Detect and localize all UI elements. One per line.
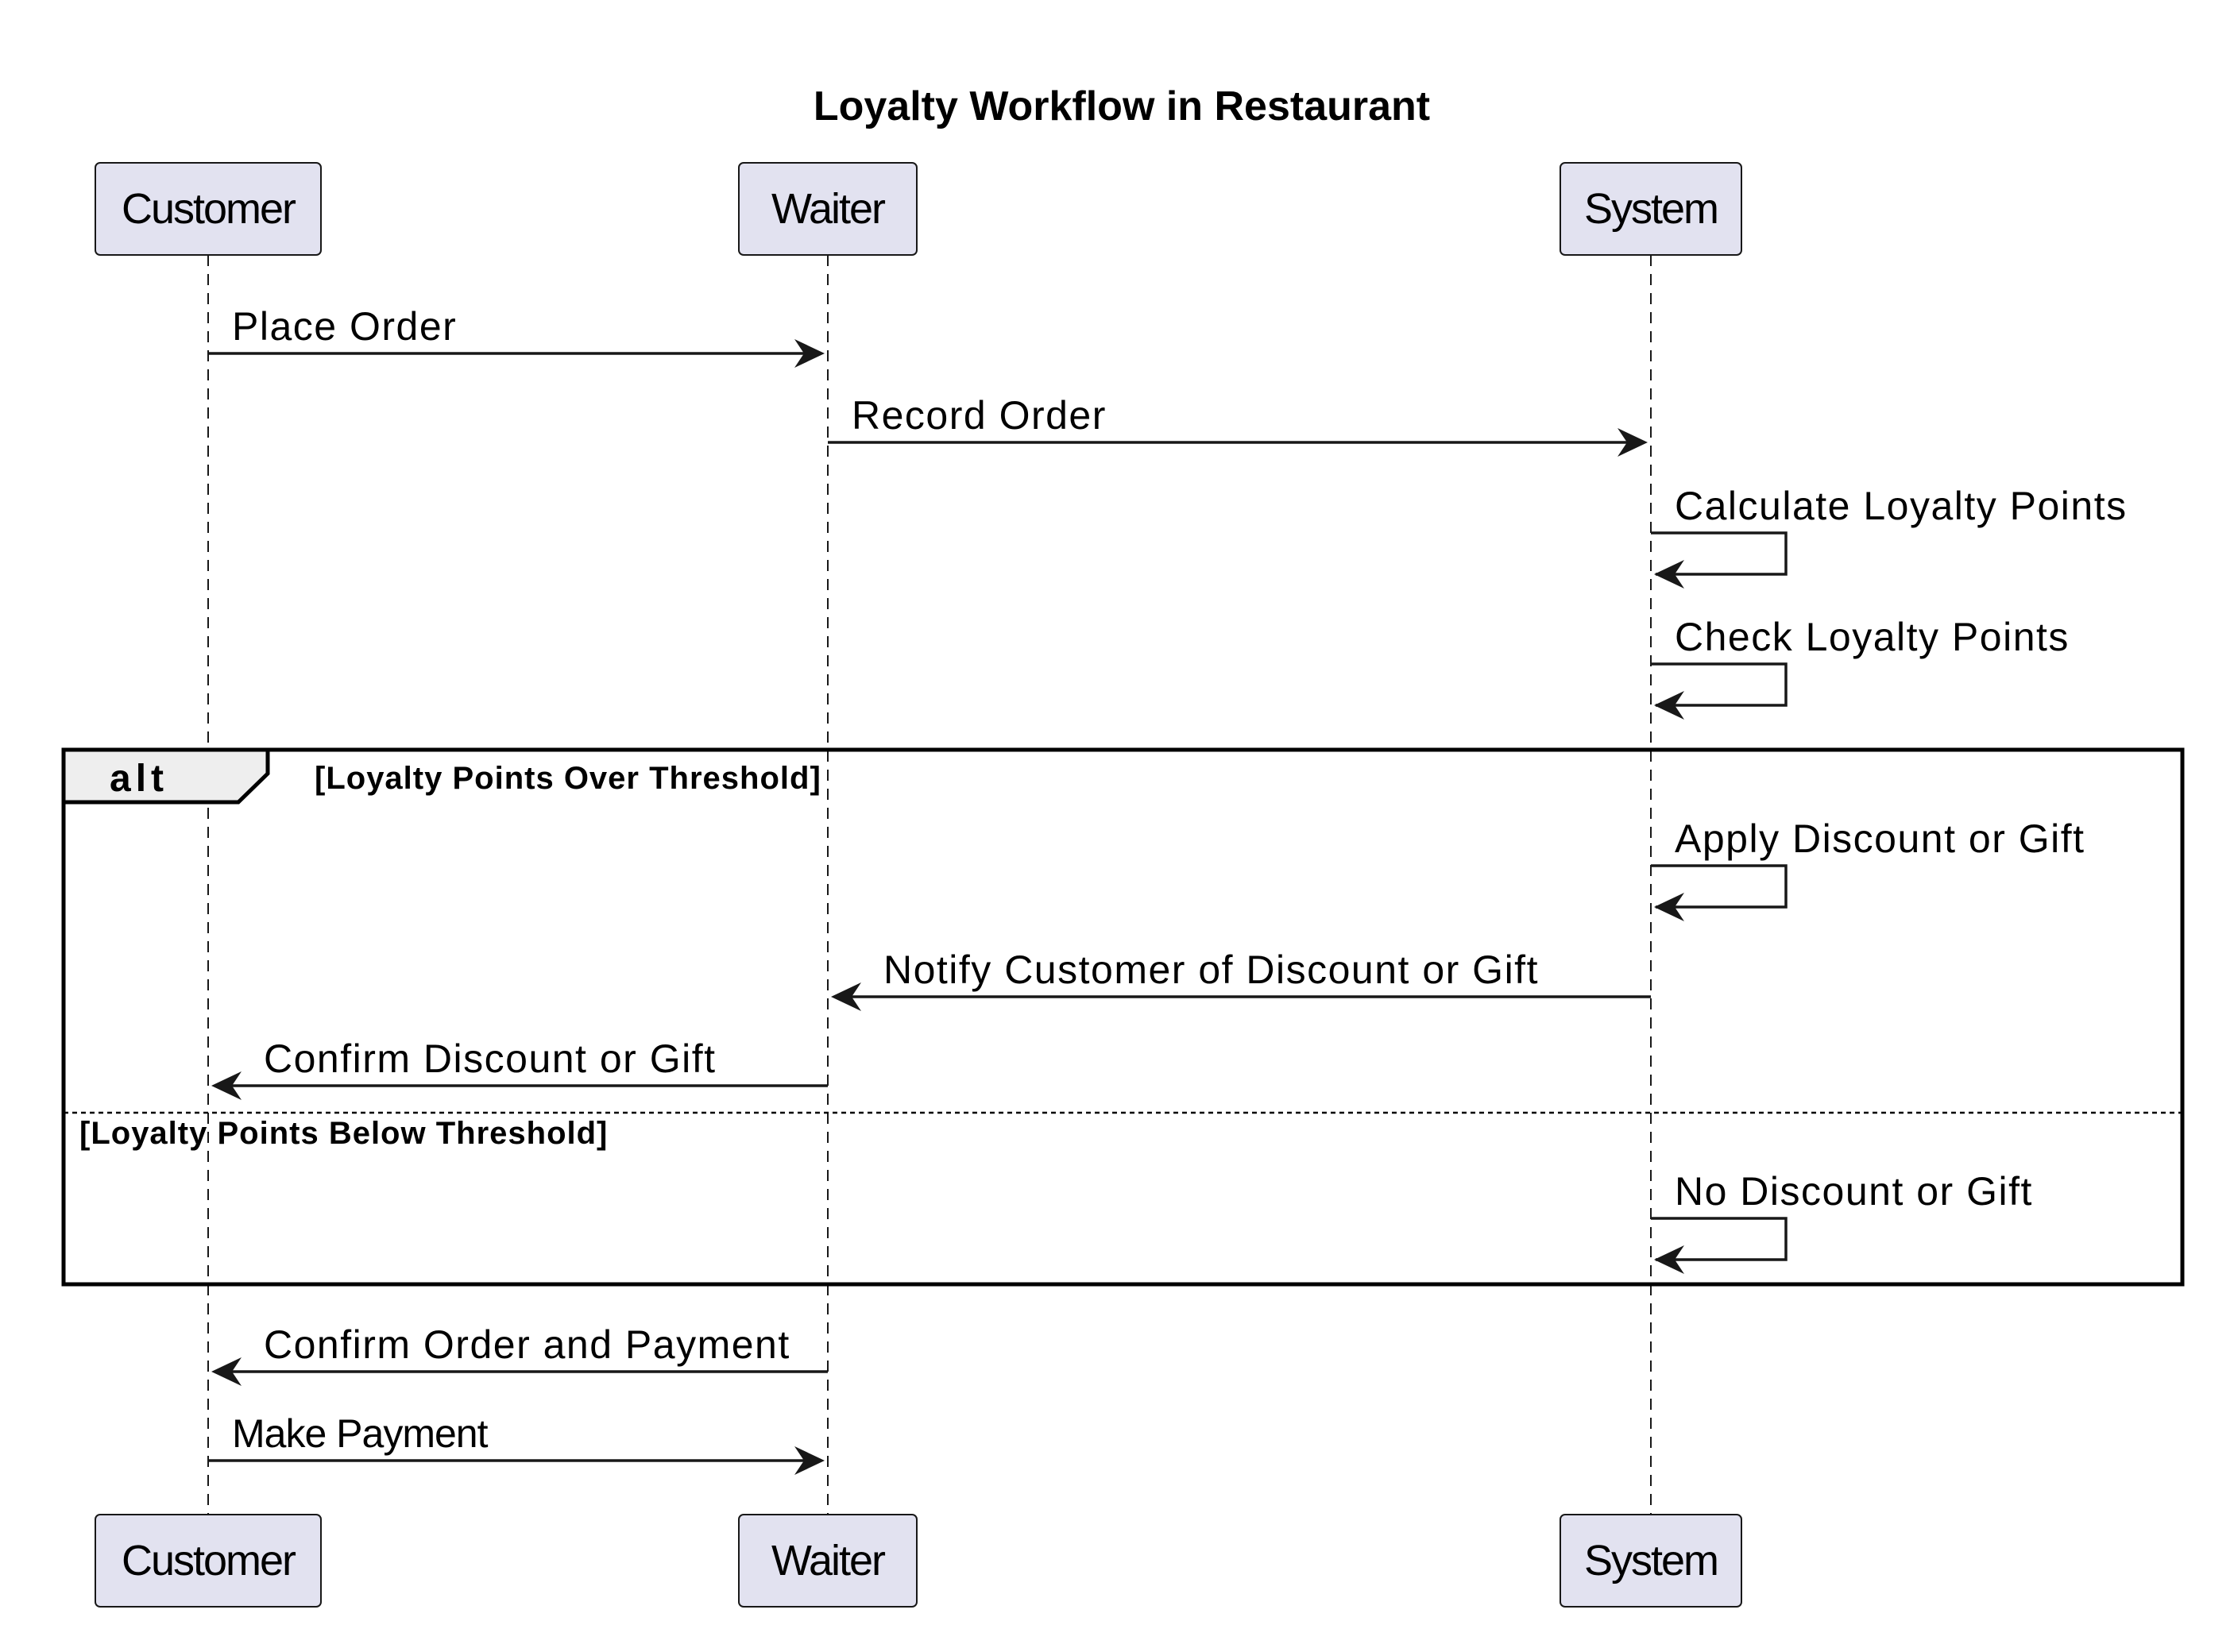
participant-box — [1560, 162, 1742, 256]
participant-box — [95, 162, 322, 256]
message-10: Make Payment — [208, 1411, 825, 1475]
alt-frame-tab — [61, 747, 270, 805]
participant-box — [738, 1514, 918, 1608]
participant-waiter-top: Waiter — [738, 162, 918, 256]
self-message-line — [1651, 531, 1788, 576]
arrowhead — [1618, 428, 1648, 457]
participant-label: System — [1584, 1537, 1718, 1584]
message-2: Record Order — [828, 393, 1648, 457]
message-5: Apply Discount or Gift — [1651, 816, 2085, 921]
message-label: Notify Customer of Discount or Gift — [883, 948, 1539, 992]
self-message-line — [1651, 864, 1788, 909]
diagram-title: Loyalty Workflow in Restaurant — [814, 83, 1430, 129]
message-1: Place Order — [208, 304, 825, 368]
participant-box — [1560, 1514, 1742, 1608]
arrowhead — [1654, 893, 1684, 921]
message-label: Confirm Order and Payment — [264, 1322, 790, 1367]
arrowhead — [1654, 691, 1684, 720]
participant-label: System — [1584, 185, 1718, 233]
message-label: Confirm Discount or Gift — [264, 1036, 716, 1081]
self-message-line — [1651, 662, 1788, 707]
participant-box — [95, 1514, 322, 1608]
message-label: Record Order — [852, 393, 1107, 438]
participant-label: Waiter — [771, 185, 886, 233]
alt-keyword: alt — [110, 758, 168, 800]
message-label: Place Order — [232, 304, 457, 349]
participant-box — [738, 162, 918, 256]
arrowhead — [1654, 1245, 1684, 1274]
message-7: Confirm Discount or Gift — [211, 1036, 828, 1100]
message-label: Calculate Loyalty Points — [1675, 484, 2128, 528]
arrowhead — [831, 982, 861, 1011]
alt-guard-over-threshold: [Loyalty Points Over Threshold] — [315, 761, 821, 796]
message-label: No Discount or Gift — [1675, 1169, 2033, 1214]
participant-system-bottom: System — [1560, 1514, 1742, 1608]
message-label: Apply Discount or Gift — [1675, 816, 2085, 861]
arrowhead — [794, 339, 825, 368]
message-label: Make Payment — [232, 1411, 489, 1456]
arrowhead — [211, 1071, 242, 1100]
participant-label: Customer — [122, 1537, 296, 1584]
arrowhead — [794, 1446, 825, 1475]
participant-customer-bottom: Customer — [95, 1514, 322, 1608]
participant-label: Waiter — [771, 1537, 886, 1584]
lifelines — [207, 255, 1652, 1515]
participant-customer-top: Customer — [95, 162, 322, 256]
message-8: No Discount or Gift — [1651, 1169, 2033, 1274]
message-4: Check Loyalty Points — [1651, 615, 2070, 720]
self-message-line — [1651, 1217, 1788, 1261]
participant-label: Customer — [122, 185, 296, 233]
participants-bottom: Customer Waiter System — [95, 1514, 1742, 1608]
participants-top: Customer Waiter System — [95, 162, 1742, 256]
arrowhead — [1654, 560, 1684, 589]
message-9: Confirm Order and Payment — [211, 1322, 828, 1386]
participant-waiter-bottom: Waiter — [738, 1514, 918, 1608]
message-label: Check Loyalty Points — [1675, 615, 2070, 659]
arrowhead — [211, 1357, 242, 1386]
message-6: Notify Customer of Discount or Gift — [831, 948, 1651, 1011]
participant-system-top: System — [1560, 162, 1742, 256]
alt-fragment: alt [Loyalty Points Over Threshold] [Loy… — [61, 747, 2185, 1287]
alt-frame — [61, 747, 2185, 1287]
else-guard-below-threshold: [Loyalty Points Below Threshold] — [79, 1116, 608, 1151]
message-3: Calculate Loyalty Points — [1651, 484, 2128, 589]
